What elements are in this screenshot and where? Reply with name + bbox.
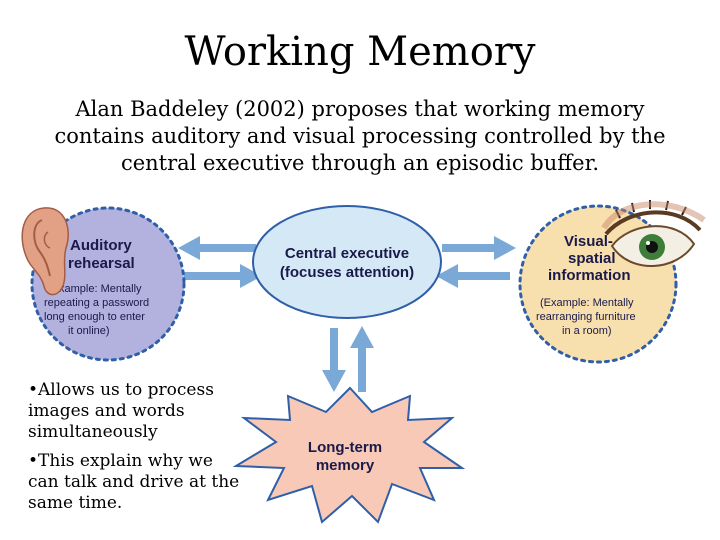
longterm-line-2: memory <box>316 457 375 474</box>
visual-title-3: information <box>548 267 631 284</box>
arrow-up-icon <box>350 326 374 392</box>
arrows-left <box>178 236 262 288</box>
arrows-right <box>436 236 516 288</box>
visual-title-2: spatial <box>568 250 616 267</box>
bullet-item: •This explain why we can talk and drive … <box>28 451 240 513</box>
long-term-memory-node: Long-term memory <box>232 386 466 524</box>
arrow-right-icon <box>442 236 516 260</box>
arrows-vertical <box>322 326 374 392</box>
bullet-item: •Allows us to process images and words s… <box>28 380 214 442</box>
eye-icon <box>601 200 706 267</box>
central-line-2: (focuses attention) <box>280 264 414 281</box>
auditory-rehearsal-node: Auditory rehearsal (Example: Mentally re… <box>30 206 186 362</box>
bullet-list: •Allows us to process images and words s… <box>28 380 248 522</box>
auditory-example-2: repeating a password <box>44 297 149 309</box>
auditory-example-1: (Example: Mentally <box>48 283 142 295</box>
arrow-right-icon <box>184 264 262 288</box>
auditory-example-4: it online) <box>68 325 110 337</box>
slide-title: Working Memory <box>184 29 536 75</box>
arrow-left-icon <box>436 264 510 288</box>
intro-text: Alan Baddeley (2002) proposes that worki… <box>54 97 666 175</box>
central-line-1: Central executive <box>285 245 409 262</box>
arrow-down-icon <box>322 328 346 392</box>
arrow-left-icon <box>178 236 256 260</box>
central-executive-node: Central executive (focuses attention) <box>252 205 442 319</box>
auditory-title-1: Auditory <box>70 237 132 254</box>
visual-title-1: Visual- <box>564 233 613 250</box>
visual-example-2: rearranging furniture <box>536 311 636 323</box>
auditory-title-2: rehearsal <box>68 255 135 272</box>
visual-example-1: (Example: Mentally <box>540 297 634 309</box>
ear-icon <box>21 207 69 296</box>
auditory-example-3: long enough to enter <box>44 311 145 323</box>
longterm-line-1: Long-term <box>308 439 382 456</box>
visual-example-3: in a room) <box>562 325 612 337</box>
